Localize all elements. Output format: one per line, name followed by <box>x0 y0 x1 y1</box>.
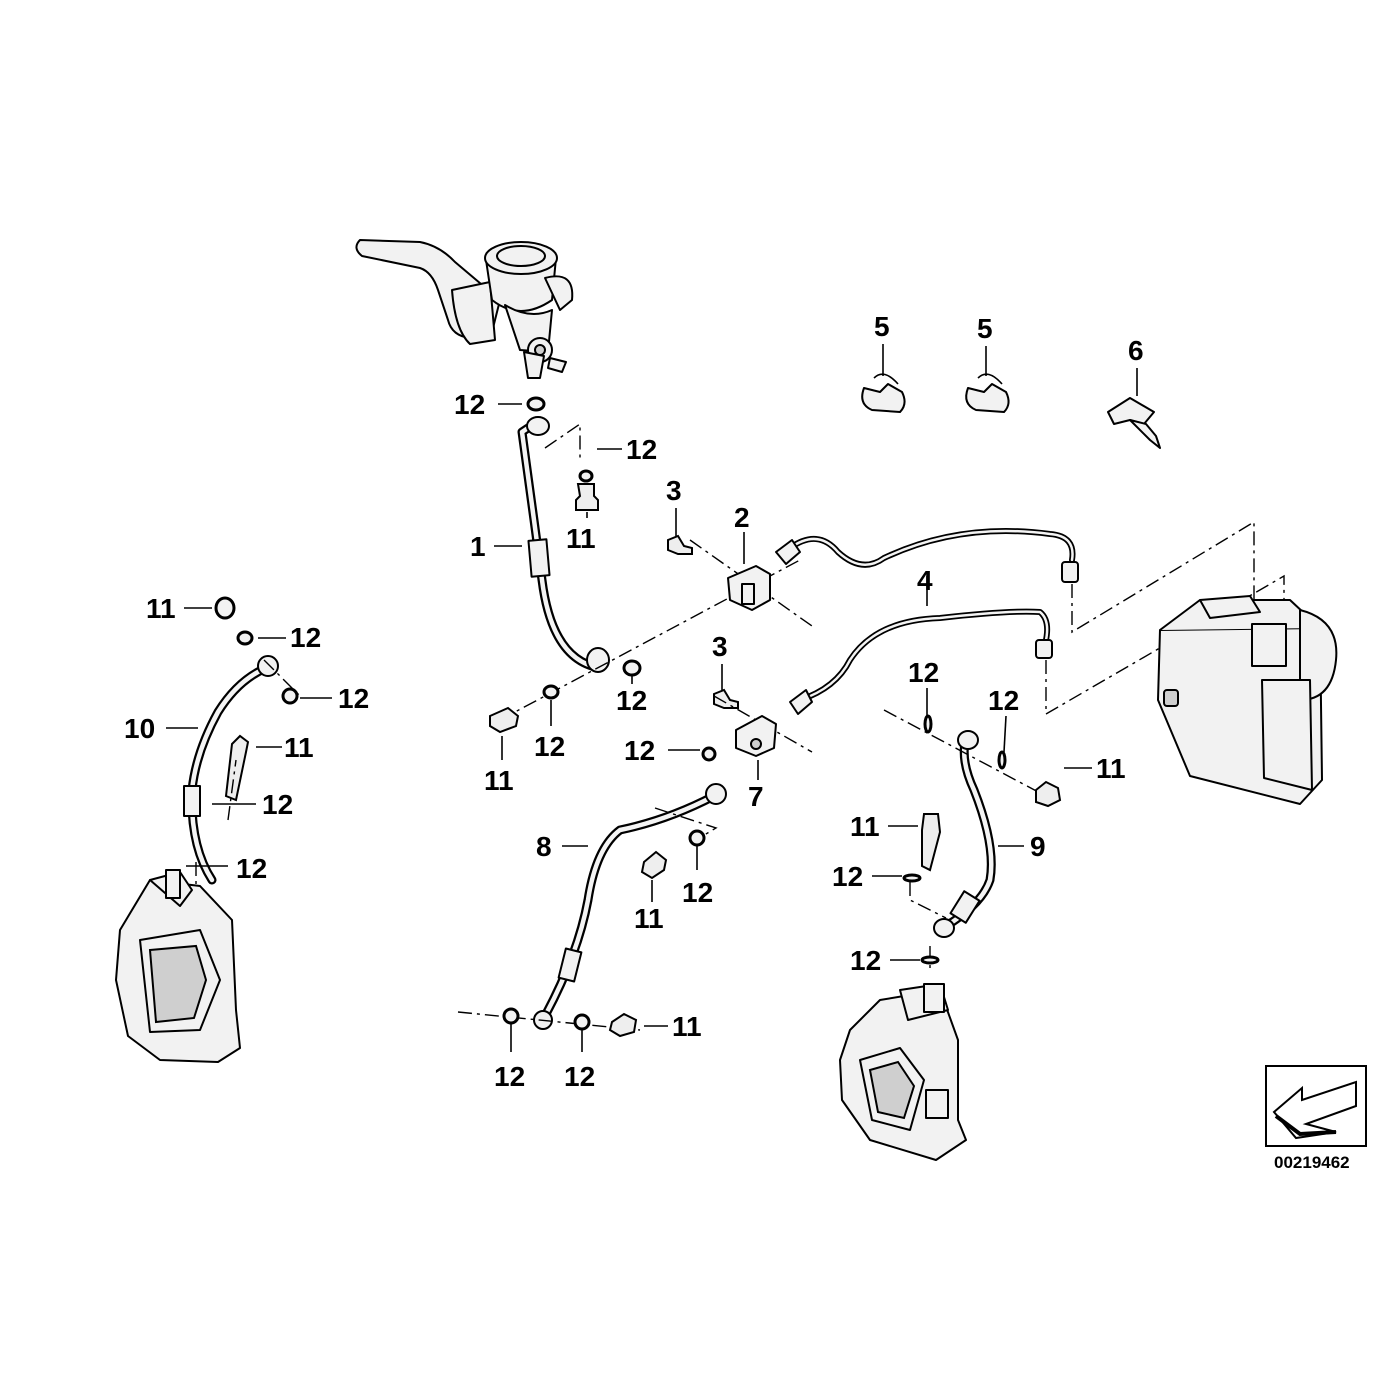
callout-4: 4 <box>917 565 933 596</box>
washer <box>542 684 560 700</box>
callout-11: 11 <box>672 1011 702 1042</box>
abs-pressure-modulator <box>1157 595 1338 805</box>
callout-12: 12 <box>338 683 369 714</box>
callout-7: 7 <box>748 781 764 812</box>
washer <box>920 955 940 965</box>
brake-hose-1 <box>517 416 610 673</box>
brake-hose-10 <box>183 655 279 885</box>
callout-12: 12 <box>832 861 863 892</box>
catalog-number: 00219462 <box>1274 1153 1350 1172</box>
brake-hose-9 <box>933 730 996 938</box>
banjo-bolt <box>921 813 942 872</box>
banjo-bolt <box>224 734 250 802</box>
washer <box>573 1013 591 1031</box>
callout-12: 12 <box>534 731 565 762</box>
cable-holder-6 <box>1107 397 1161 449</box>
callout-12: 12 <box>454 389 485 420</box>
brake-hose-8 <box>533 783 727 1030</box>
callout-11: 11 <box>284 732 314 763</box>
callout-12: 12 <box>494 1061 525 1092</box>
callout-12: 12 <box>616 685 647 716</box>
brake-caliper-left <box>115 869 241 1063</box>
callout-12: 12 <box>988 685 1019 716</box>
callout-10: 10 <box>124 713 155 744</box>
handbrake-master-cylinder <box>355 239 574 379</box>
callout-12: 12 <box>908 657 939 688</box>
washer <box>688 829 706 847</box>
callout-3: 3 <box>666 475 682 506</box>
callout-12: 12 <box>626 434 657 465</box>
callout-9: 9 <box>1030 831 1046 862</box>
callout-11: 11 <box>850 811 880 842</box>
clip-5 <box>861 373 906 413</box>
clip-5 <box>965 373 1010 413</box>
washer <box>902 873 922 883</box>
callout-11: 11 <box>484 765 514 796</box>
screw-3 <box>713 688 739 709</box>
washer <box>997 750 1007 770</box>
callout-11: 11 <box>1096 753 1126 784</box>
washer <box>622 659 642 677</box>
washer <box>701 746 717 762</box>
banjo-bolt <box>640 850 668 880</box>
washer <box>236 630 254 646</box>
washer <box>923 714 933 734</box>
bracket-7 <box>735 715 777 757</box>
washer <box>214 596 236 620</box>
banjo-bolt <box>489 706 520 734</box>
callout-11: 11 <box>146 593 176 624</box>
callout-5: 5 <box>977 313 993 344</box>
callout-12: 12 <box>624 735 655 766</box>
screw-3 <box>667 534 693 555</box>
callout-11: 11 <box>634 903 664 934</box>
callout-1: 1 <box>470 531 486 562</box>
washer <box>502 1007 520 1025</box>
banjo-bolt <box>608 1012 638 1038</box>
callout-11: 11 <box>566 523 596 554</box>
callout-12: 12 <box>850 945 881 976</box>
washer <box>281 687 299 705</box>
banjo-bolt <box>575 483 599 511</box>
callout-6: 6 <box>1128 335 1144 366</box>
callout-12: 12 <box>236 853 267 884</box>
callout-12: 12 <box>564 1061 595 1092</box>
brake-caliper-right <box>839 983 967 1161</box>
callout-12: 12 <box>262 789 293 820</box>
callout-5: 5 <box>874 311 890 342</box>
banjo-bolt <box>1035 780 1062 808</box>
brake-pipe-4 <box>775 528 1079 715</box>
washer <box>578 469 594 483</box>
callout-12: 12 <box>682 877 713 908</box>
callout-3: 3 <box>712 631 728 662</box>
callout-8: 8 <box>536 831 552 862</box>
washer <box>526 396 546 412</box>
view-direction-arrow-icon <box>1265 1065 1367 1147</box>
distribution-bracket-2 <box>727 565 771 611</box>
callout-12: 12 <box>290 622 321 653</box>
callout-2: 2 <box>734 502 750 533</box>
